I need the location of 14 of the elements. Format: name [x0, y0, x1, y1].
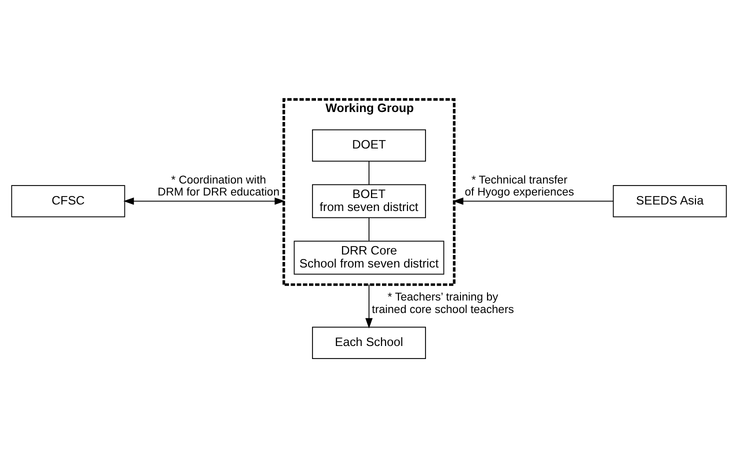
- node-box: CFSC: [11, 184, 126, 217]
- node-box: DRR Core School from seven district: [294, 240, 444, 274]
- node-box: DOET: [312, 128, 426, 162]
- arrow: [123, 197, 286, 204]
- connector: [368, 160, 370, 185]
- node-box: BOET from seven district: [312, 184, 426, 218]
- node-box: SEEDS Asia: [612, 184, 727, 217]
- edge-label: * Teachers’ training by trained core school teachers: [372, 291, 514, 316]
- edge-label: * Coordination with DRM for DRR education: [158, 174, 280, 198]
- node-box: Each School: [312, 326, 426, 358]
- connector: [368, 216, 370, 241]
- arrow: [365, 284, 373, 328]
- edge-label: * Technical transfer of Hyogo experiences: [464, 174, 574, 198]
- arrow: [452, 197, 614, 204]
